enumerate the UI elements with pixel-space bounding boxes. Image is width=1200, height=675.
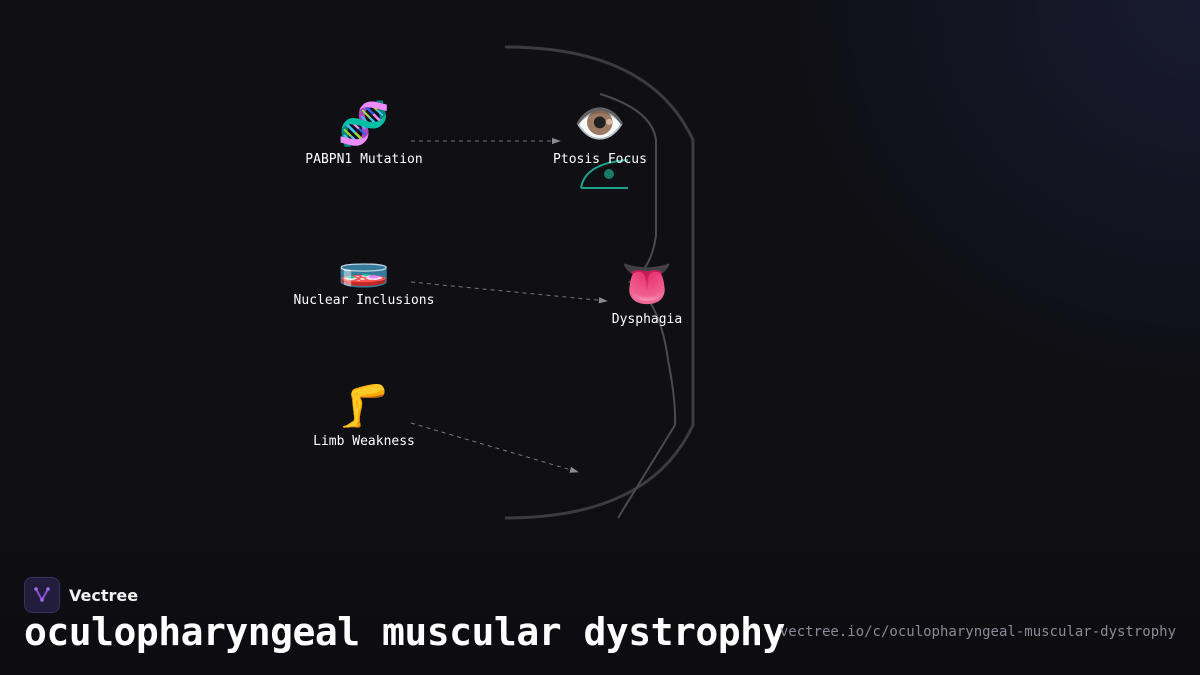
tongue-icon: 👅 xyxy=(620,259,674,308)
brand-name: Vectree xyxy=(69,585,139,605)
eye-pupil-dot xyxy=(604,169,614,179)
node-label: Limb Weakness xyxy=(313,434,415,449)
node-label: Ptosis Focus xyxy=(553,152,647,167)
petri-dish-icon: 🧫 xyxy=(337,240,391,289)
edge-inclusions-to-dysphagia xyxy=(410,281,608,304)
brand[interactable]: Vectree xyxy=(24,577,138,613)
node-label: Nuclear Inclusions xyxy=(293,293,435,308)
dna-icon: 🧬 xyxy=(337,99,391,148)
face-profile-line xyxy=(599,93,677,519)
node-dysphagia[interactable]: 👅 Dysphagia xyxy=(611,259,683,328)
head-outline xyxy=(504,45,695,520)
node-label: PABPN1 Mutation xyxy=(305,152,423,167)
vectree-logo-icon xyxy=(24,577,60,613)
node-label: Dysphagia xyxy=(611,312,683,327)
node-pabpn1-mutation[interactable]: 🧬 PABPN1 Mutation xyxy=(305,99,423,168)
page-url[interactable]: vectree.io/c/oculopharyngeal-muscular-dy… xyxy=(779,624,1176,640)
page-title: oculopharyngeal muscular dystrophy xyxy=(24,610,785,654)
node-ptosis-focus[interactable]: 👁️ Ptosis Focus xyxy=(553,99,647,168)
eye-icon: 👁️ xyxy=(573,99,627,148)
leg-icon: 🦵 xyxy=(337,381,391,430)
eye-lid-arc xyxy=(580,159,629,189)
edge-limb-to-face xyxy=(410,422,579,473)
node-nuclear-inclusions[interactable]: 🧫 Nuclear Inclusions xyxy=(293,240,435,309)
node-limb-weakness[interactable]: 🦵 Limb Weakness xyxy=(313,381,415,450)
